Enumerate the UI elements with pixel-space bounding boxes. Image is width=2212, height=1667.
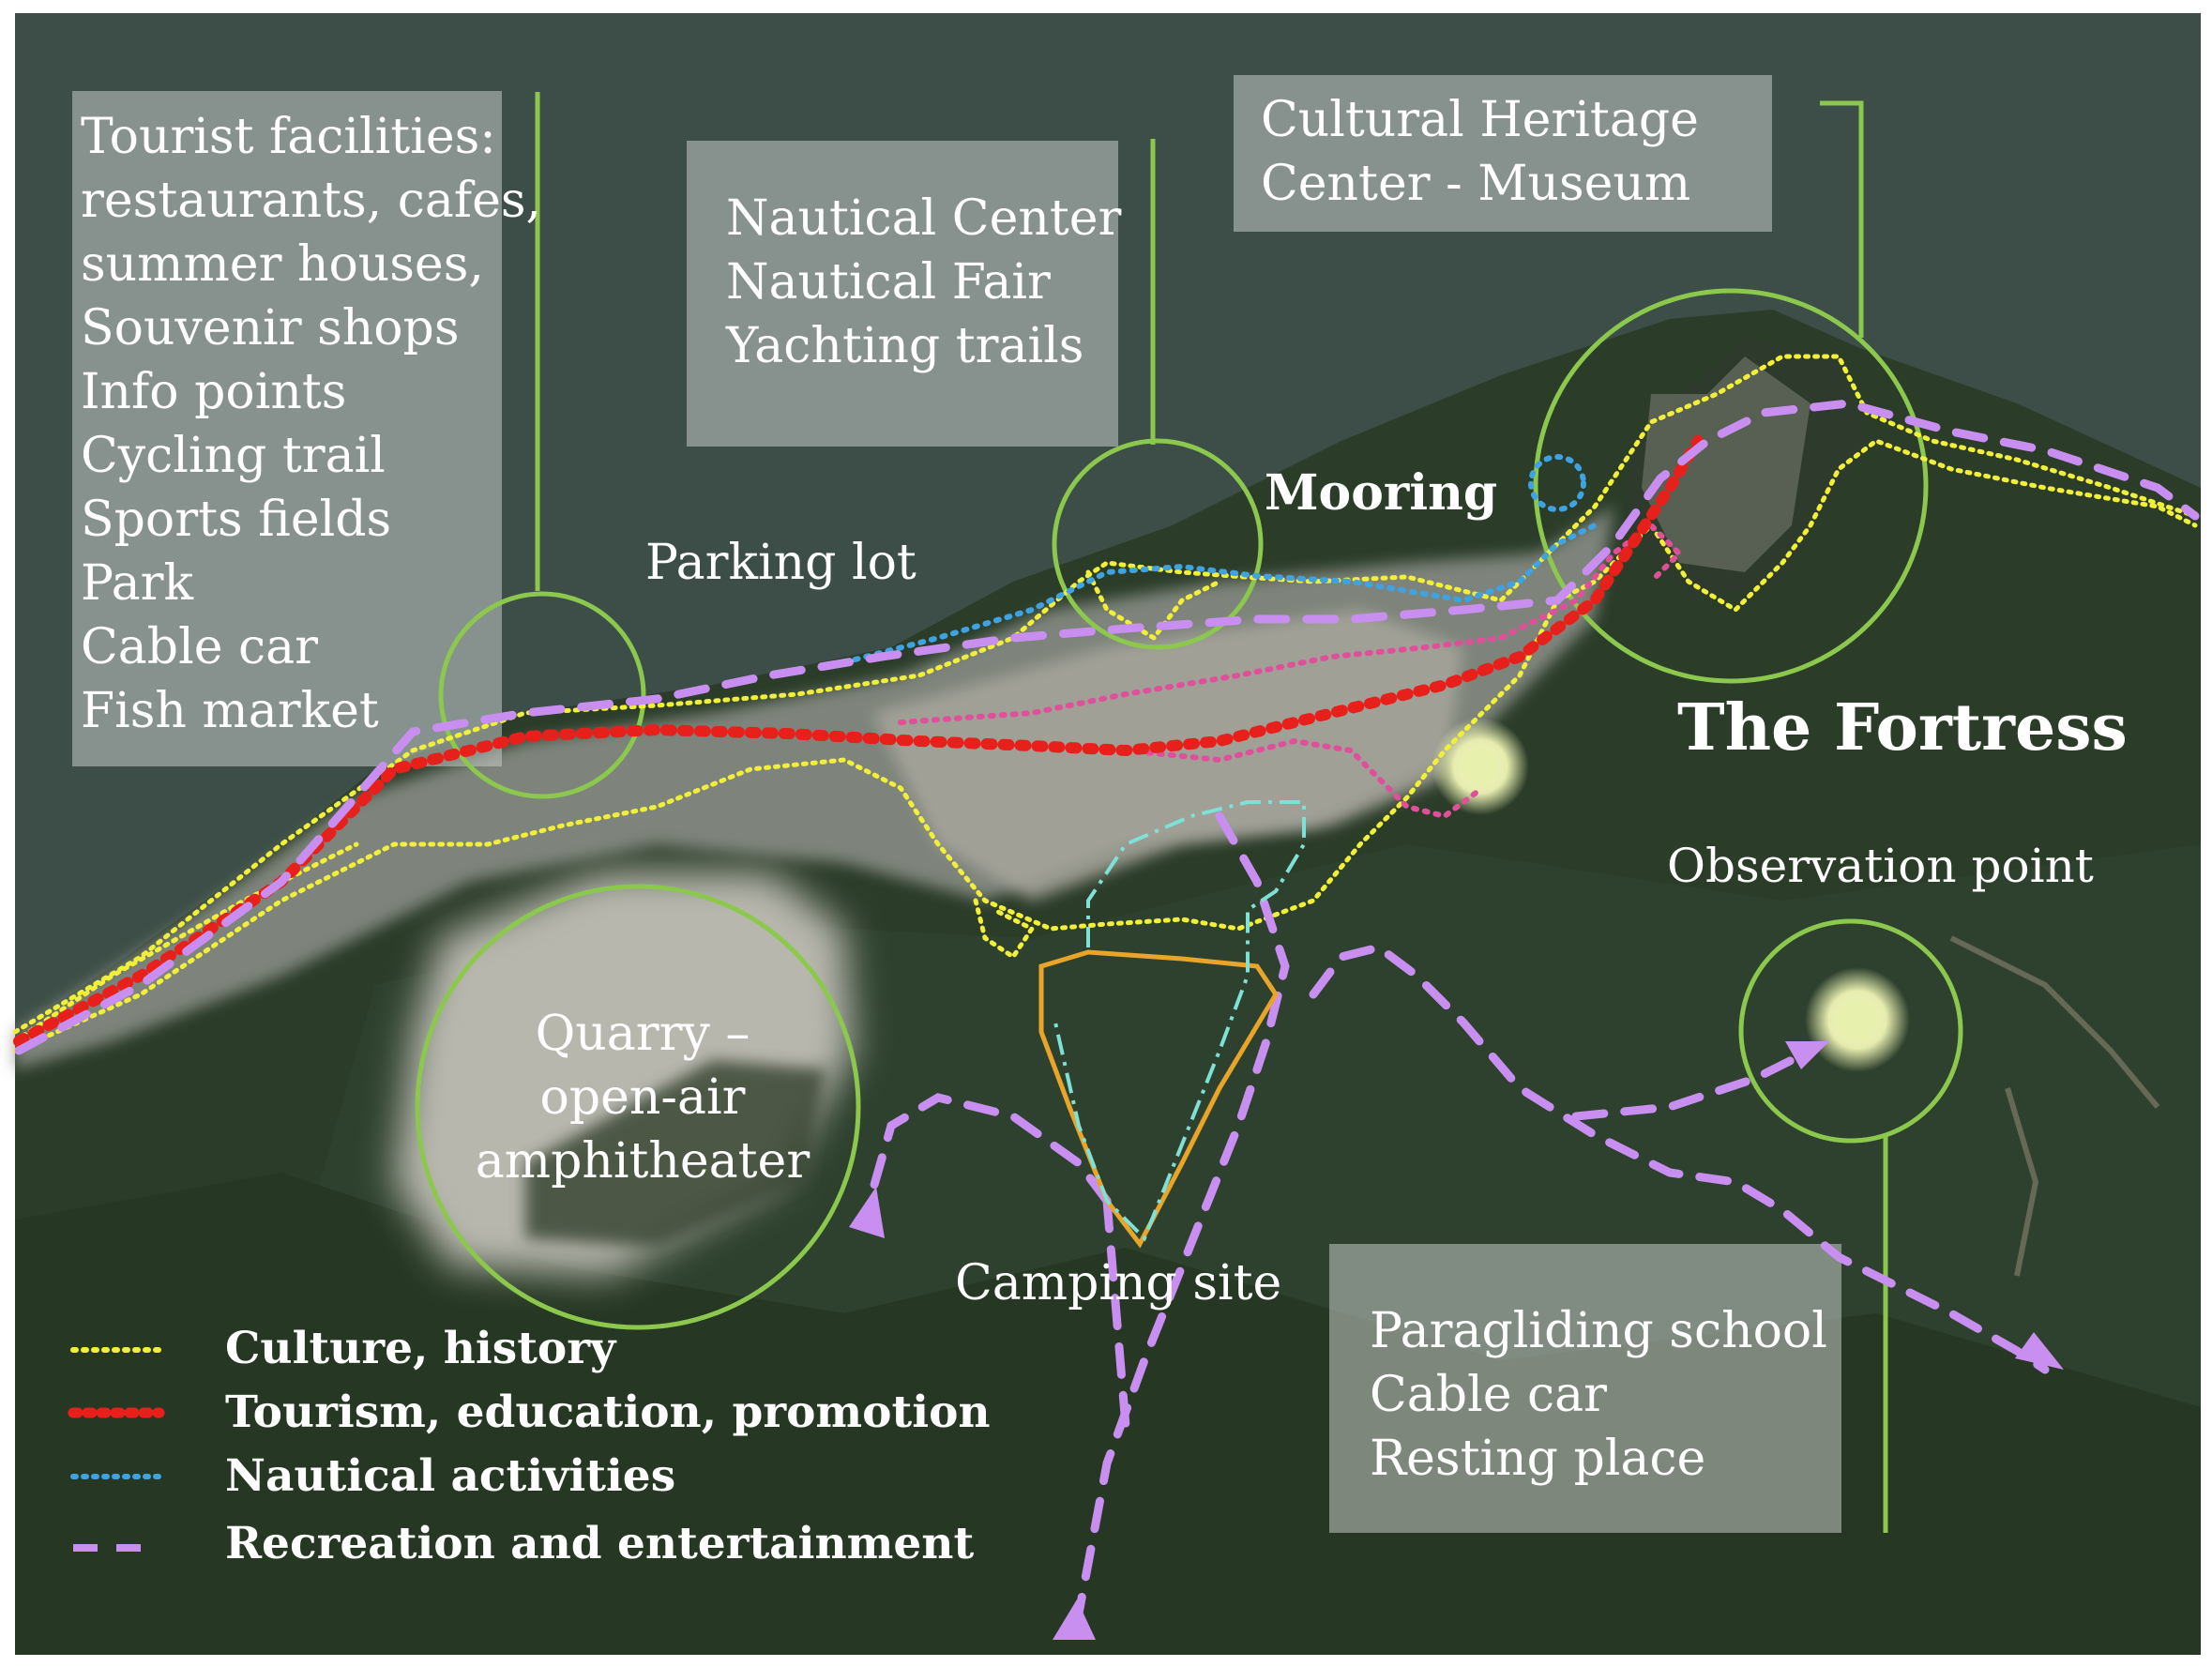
tourist-facilities-line: Sports fields	[81, 492, 392, 548]
route-tourism	[13, 435, 1704, 1047]
legend-label-nautical: Nautical activities	[225, 1450, 676, 1502]
viewpoint-observation	[1837, 999, 1878, 1040]
circle-tourist	[438, 591, 646, 799]
circle-nautical	[1052, 438, 1264, 650]
arrowhead-observation	[1785, 1041, 1829, 1069]
arrowhead-east	[2015, 1332, 2064, 1370]
panel-paragliding	[1329, 1244, 1841, 1533]
panel-nautical	[687, 141, 1118, 447]
label-camping-site: Camping site	[955, 1255, 1282, 1311]
route-recreation	[14, 399, 2200, 1618]
paragliding-list: Paragliding school Cable car Resting pla…	[1370, 1298, 1827, 1490]
heritage-list: Cultural Heritage Center - Museum	[1261, 88, 1699, 216]
tourist-facilities-line: summer houses,	[81, 236, 484, 293]
nautical-list: Nautical Center Nautical Fair Yachting t…	[726, 186, 1121, 377]
tourist-facilities-line: Cable car	[81, 619, 318, 675]
quarry-line: Quarry –	[535, 1006, 750, 1062]
arrowhead-south	[1053, 1599, 1096, 1640]
route-pink	[898, 522, 1684, 820]
panel-heritage	[1234, 75, 1772, 232]
quarry-line: open-air	[539, 1069, 746, 1126]
label-observation-point: Observation point	[1667, 839, 2094, 893]
nautical-line: Yachting trails	[726, 318, 1084, 374]
cyan-route	[1053, 800, 1306, 1242]
tourist-facilities-line: Park	[81, 555, 194, 612]
paragliding-line: Cable car	[1370, 1367, 1607, 1423]
legend-label-tourism: Tourism, education, promotion	[225, 1387, 991, 1438]
track-2	[2005, 1087, 2039, 1277]
label-quarry: Quarry – open-air amphitheater	[469, 1002, 816, 1193]
legend-samples	[68, 1347, 165, 1552]
paragliding-line: Paragliding school	[1370, 1303, 1827, 1359]
label-mooring: Mooring	[1265, 464, 1498, 522]
quarry-line: amphitheater	[475, 1133, 811, 1190]
camping-outline	[1038, 949, 1279, 1249]
label-parking-lot: Parking lot	[645, 535, 917, 591]
tourist-facilities-line: restaurants, cafes,	[81, 173, 542, 229]
recreation-arrowheads	[849, 1041, 2064, 1640]
tourist-facilities-line: Info points	[81, 364, 347, 420]
route-nautical	[841, 454, 1598, 665]
callout-circles	[415, 288, 1963, 1330]
label-the-fortress: The Fortress	[1677, 690, 2128, 765]
nautical-line: Nautical Center	[726, 190, 1122, 247]
tourist-facilities-line: Souvenir shops	[81, 300, 460, 356]
paragliding-line: Resting place	[1370, 1431, 1706, 1487]
tourist-facilities-line: Tourist facilities:	[81, 109, 496, 165]
callout-lines	[535, 92, 1888, 1533]
arrowhead-quarry	[849, 1187, 885, 1238]
viewpoint-fortress	[1462, 748, 1499, 785]
tourist-facilities-line: Fish market	[81, 683, 379, 739]
track-1	[1949, 935, 2160, 1109]
tourist-facilities-line: Cycling trail	[81, 428, 386, 484]
circle-quarry	[415, 884, 861, 1330]
heritage-line: Cultural Heritage	[1261, 92, 1699, 148]
land-forest-lower	[15, 1173, 2201, 1655]
legend-label-recreation: Recreation and entertainment	[225, 1518, 975, 1569]
nautical-line: Nautical Fair	[726, 254, 1051, 311]
heritage-line: Center - Museum	[1261, 156, 1691, 212]
route-culture-history	[12, 354, 2198, 1053]
legend-label-culture: Culture, history	[225, 1323, 616, 1374]
tourist-facilities-list: Tourist facilities: restaurants, cafes, …	[81, 105, 541, 743]
circle-observation	[1738, 918, 1963, 1144]
quarry-shadow	[525, 1060, 826, 1248]
circle-fortress	[1533, 288, 1929, 684]
callout-line-heritage	[1820, 100, 1864, 338]
panel-tourist-facilities	[72, 91, 502, 766]
